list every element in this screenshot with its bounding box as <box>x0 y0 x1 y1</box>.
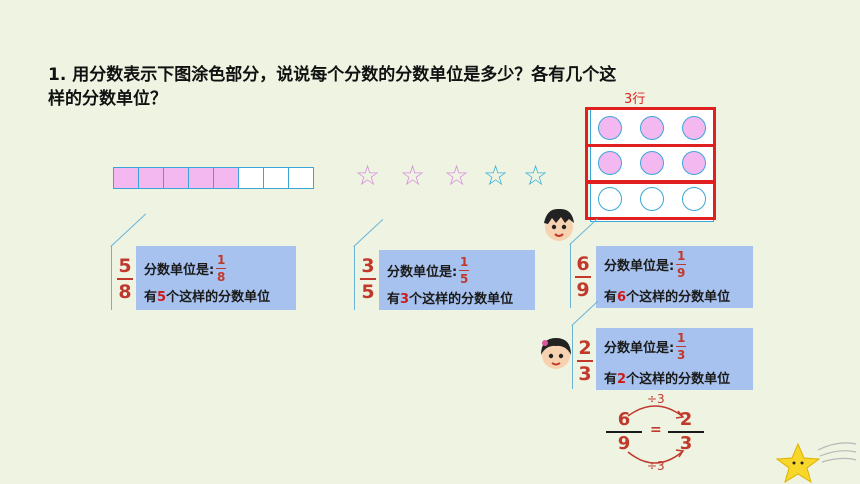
circle-row-2 <box>598 151 706 175</box>
fraction-bar <box>113 167 314 189</box>
fraction-numerator: 2 <box>578 337 592 359</box>
row-highlight-frame <box>585 180 716 220</box>
bar-segment-shaded <box>163 167 189 189</box>
box-diagonal <box>110 213 147 247</box>
circle-empty <box>682 187 706 211</box>
unit-count: 有6个这样的分数单位 <box>604 290 731 305</box>
unit-label: 分数单位是: <box>144 263 215 278</box>
row-highlight-frame <box>585 144 716 184</box>
bar-segment-empty <box>238 167 264 189</box>
circle-shaded <box>598 116 622 140</box>
bar-segment-empty <box>263 167 289 189</box>
circle-shaded <box>640 151 664 175</box>
circle-shaded <box>682 116 706 140</box>
fraction-denominator: 3 <box>679 433 693 454</box>
fraction-numerator: 2 <box>679 409 693 430</box>
box-bracket <box>572 325 573 389</box>
unit-count: 有3个这样的分数单位 <box>387 292 514 307</box>
circle-row-3 <box>598 187 706 211</box>
top-divide-label: ÷3 <box>647 392 665 406</box>
bar-segment-shaded <box>213 167 239 189</box>
question-text-1: 用分数表示下图涂色部分，说说每个分数的分数单位是多少？各有几个这 <box>72 65 617 85</box>
question-line-1: 1. 用分数表示下图涂色部分，说说每个分数的分数单位是多少？各有几个这 <box>48 60 616 85</box>
fraction-denominator: 5 <box>361 281 375 303</box>
circle-shaded <box>640 116 664 140</box>
girl-avatar <box>536 333 576 373</box>
fraction-denominator: 9 <box>617 433 631 454</box>
fraction-denominator: 8 <box>118 281 132 303</box>
box-bracket <box>111 246 112 310</box>
fraction-denominator: 3 <box>578 363 592 385</box>
star-shaded-icon: ☆ <box>444 159 470 192</box>
unit-count: 有5个这样的分数单位 <box>144 290 271 305</box>
circle-empty <box>640 187 664 211</box>
box-bracket <box>354 246 355 310</box>
circle-shaded <box>598 151 622 175</box>
bottom-divide-label: ÷3 <box>647 459 665 473</box>
equals-sign: = <box>650 422 662 438</box>
unit-label: 分数单位是: <box>604 341 675 356</box>
star-outline-icon: ☆ <box>483 159 509 192</box>
fraction-numerator: 3 <box>361 255 375 277</box>
rows-annotation: 3行 <box>624 92 646 107</box>
fraction-numerator: 6 <box>617 409 631 430</box>
question-number: 1. <box>48 65 67 85</box>
row-highlight-frame <box>585 107 716 147</box>
unit-label: 分数单位是: <box>604 259 675 274</box>
unit-count: 有2个这样的分数单位 <box>604 372 731 387</box>
star-shaded-icon: ☆ <box>355 159 381 192</box>
star-outline-icon: ☆ <box>523 159 549 192</box>
circle-row-1 <box>598 116 706 140</box>
box-diagonal <box>571 300 599 326</box>
circle-empty <box>598 187 622 211</box>
bar-segment-shaded <box>188 167 214 189</box>
fraction-numerator: 5 <box>118 255 132 277</box>
bar-segment-empty <box>288 167 314 189</box>
unit-label: 分数单位是: <box>387 265 458 280</box>
boy-avatar <box>539 205 579 245</box>
bar-segment-shaded <box>138 167 164 189</box>
fraction-denominator: 9 <box>576 279 590 301</box>
division-arrows <box>627 405 685 464</box>
box-bracket <box>570 244 571 308</box>
fraction-numerator: 6 <box>576 253 590 275</box>
box-diagonal <box>353 218 384 247</box>
bar-segment-shaded <box>113 167 139 189</box>
circle-shaded <box>682 151 706 175</box>
decorative-star-icon <box>775 442 857 484</box>
question-line-2: 样的分数单位？ <box>48 89 167 109</box>
star-shaded-icon: ☆ <box>400 159 426 192</box>
